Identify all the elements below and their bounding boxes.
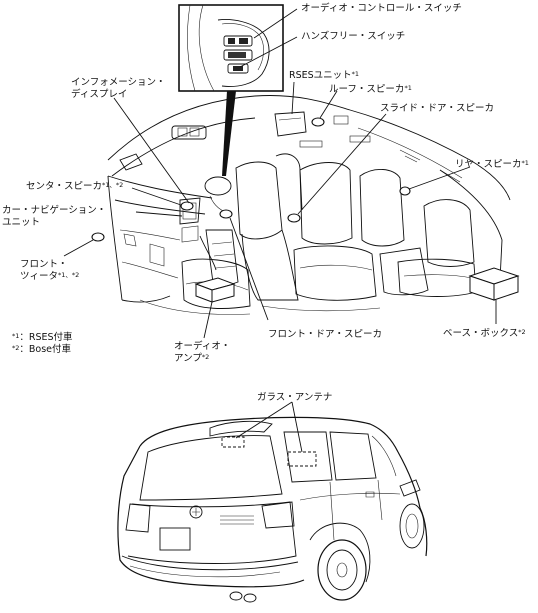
bass-box-label: ベース・ボックス*2	[443, 328, 526, 339]
vehicle-exterior-illustration	[117, 416, 428, 603]
slide-door-speaker-icon	[287, 213, 301, 223]
roof-speaker-label: ルーフ・スピーカ*1	[329, 84, 412, 95]
audio-amplifier-box	[194, 277, 236, 303]
bass-box-unit	[468, 267, 520, 301]
front-door-speaker-icon	[219, 209, 233, 219]
leader-lines	[63, 8, 497, 339]
front-tweeter-line2: ツィータ*1、*2	[20, 271, 80, 282]
front-tweeter-line1: フロント・	[20, 259, 68, 270]
inset-pointer	[222, 91, 236, 176]
rses-unit-label: RSESユニット*1	[289, 70, 360, 81]
rear-speaker-label: リヤ・スピーカ*1	[455, 159, 529, 170]
slide-door-speaker-label: スライド・ドア・スピーカ	[380, 103, 495, 114]
rear-speaker-icon	[399, 186, 411, 196]
footnote-2: *2：Bose付車	[12, 344, 72, 355]
footnote-1: *1：RSES付車	[12, 332, 73, 343]
car-navi-line2: ユニット	[2, 217, 41, 228]
speaker-markers	[91, 186, 411, 242]
front-tweeter-label: フロント・ ツィータ*1、*2	[20, 259, 79, 283]
info-display-label: インフォメーション・ ディスプレイ	[71, 77, 166, 101]
front-door-speaker-label: フロント・ドア・スピーカ	[268, 329, 383, 340]
car-navi-line1: カー・ナビゲーション・	[2, 205, 107, 216]
info-display-line2: ディスプレイ	[71, 89, 128, 100]
audio-control-switch-label: オーディオ・コントロール・スイッチ	[301, 3, 462, 14]
car-navi-label: カー・ナビゲーション・ ユニット	[2, 205, 106, 229]
vehicle-interior-illustration	[107, 95, 511, 315]
front-tweeter-icon	[91, 232, 105, 242]
info-display-line1: インフォメーション・	[71, 77, 166, 88]
center-speaker-icon	[180, 201, 194, 211]
glass-antenna-label: ガラス・アンテナ	[257, 392, 333, 403]
handsfree-switch-label: ハンズフリー・スイッチ	[301, 31, 406, 42]
center-speaker-label: センタ・スピーカ*1、*2	[26, 181, 124, 192]
audio-amp-line2: アンプ*2	[174, 353, 210, 364]
footnotes: *1：RSES付車 *2：Bose付車	[12, 332, 73, 356]
steering-wheel-inset	[178, 4, 284, 92]
audio-amp-label: オーディオ・ アンプ*2	[174, 341, 230, 365]
audio-amp-line1: オーディオ・	[174, 341, 231, 352]
